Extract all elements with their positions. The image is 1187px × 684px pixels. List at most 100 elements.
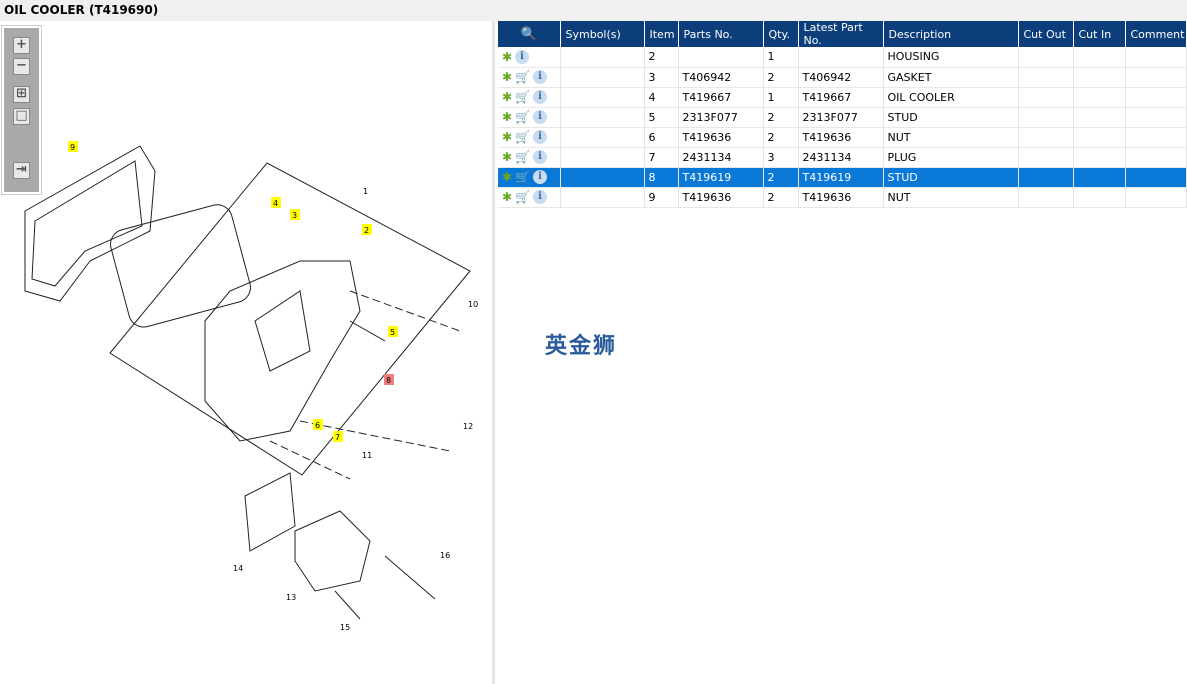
info-icon[interactable]: i xyxy=(533,170,548,184)
cart-icon[interactable]: 🛒 xyxy=(515,110,531,124)
cell-parts-no: 2431134 xyxy=(678,147,764,168)
cart-icon[interactable]: 🛒 xyxy=(515,170,531,184)
settings-gear-icon[interactable]: ✱ xyxy=(502,170,513,184)
cell-cut-out xyxy=(1018,87,1074,108)
cell-cut-out xyxy=(1018,147,1074,168)
table-row[interactable]: ✱🛒i 9 T419636 2 T419636 NUT xyxy=(498,187,1187,208)
cart-icon[interactable]: 🛒 xyxy=(515,70,531,84)
cell-item: 5 xyxy=(644,107,679,128)
reset-view-button[interactable]: □ xyxy=(13,108,30,125)
cell-symbols xyxy=(560,47,645,68)
header-cut-out[interactable]: Cut Out xyxy=(1018,21,1074,47)
cell-qty: 2 xyxy=(763,127,799,148)
cart-icon[interactable]: 🛒 xyxy=(515,190,531,204)
header-cut-in[interactable]: Cut In xyxy=(1073,21,1126,47)
fit-view-button[interactable]: ⊞ xyxy=(13,86,30,103)
settings-gear-icon[interactable]: ✱ xyxy=(502,110,513,124)
settings-gear-icon[interactable]: ✱ xyxy=(502,49,513,64)
magnifier-icon[interactable]: 🔍 xyxy=(520,26,537,42)
callout-2: 2 xyxy=(362,224,372,235)
header-comment[interactable]: Comment xyxy=(1125,21,1187,47)
callout-16: 16 xyxy=(440,551,450,560)
svg-text:4: 4 xyxy=(273,199,278,208)
table-row[interactable]: ✱i 2 1 HOUSING xyxy=(498,47,1187,68)
diagram-panel[interactable]: 9 1 4 3 2 10 5 8 6 7 12 11 14 16 13 15 +… xyxy=(0,21,495,684)
header-symbols[interactable]: Symbol(s) xyxy=(560,21,645,47)
cell-description: OIL COOLER xyxy=(883,87,1019,108)
cell-symbols xyxy=(560,187,645,208)
zoom-in-button[interactable]: + xyxy=(13,37,30,54)
cell-item: 9 xyxy=(644,187,679,208)
callout-7: 7 xyxy=(333,431,343,442)
header-parts-no[interactable]: Parts No. xyxy=(678,21,764,47)
cell-item: 6 xyxy=(644,127,679,148)
zoom-out-button[interactable]: − xyxy=(13,58,30,75)
settings-gear-icon[interactable]: ✱ xyxy=(502,70,513,84)
cell-cut-in xyxy=(1073,147,1126,168)
callout-4: 4 xyxy=(271,197,281,208)
info-icon[interactable]: i xyxy=(533,190,548,204)
table-row[interactable]: ✱🛒i 4 T419667 1 T419667 OIL COOLER xyxy=(498,87,1187,108)
header-item[interactable]: Item xyxy=(644,21,679,47)
settings-gear-icon[interactable]: ✱ xyxy=(502,90,513,104)
table-header: 🔍 Symbol(s) Item Parts No. Qty. Latest P… xyxy=(498,21,1187,47)
svg-text:12: 12 xyxy=(463,422,473,431)
settings-gear-icon[interactable]: ✱ xyxy=(502,130,513,144)
info-icon[interactable]: i xyxy=(533,110,548,124)
cell-comment xyxy=(1125,87,1187,108)
row-actions: ✱🛒i xyxy=(498,87,561,108)
callout-10: 10 xyxy=(468,300,478,309)
info-icon[interactable]: i xyxy=(533,70,548,84)
cell-cut-out xyxy=(1018,127,1074,148)
table-row[interactable]: ✱🛒i 6 T419636 2 T419636 NUT xyxy=(498,127,1187,148)
header-latest-part-no[interactable]: Latest Part No. xyxy=(798,21,884,47)
search-column-header[interactable]: 🔍 xyxy=(498,21,561,47)
export-button[interactable]: ⇥ xyxy=(13,162,30,179)
cell-parts-no xyxy=(678,47,764,68)
cell-symbols xyxy=(560,87,645,108)
cart-icon[interactable]: 🛒 xyxy=(515,150,531,164)
callout-3: 3 xyxy=(290,209,300,220)
cell-cut-in xyxy=(1073,167,1126,188)
info-icon[interactable]: i xyxy=(533,150,548,164)
cell-description: NUT xyxy=(883,127,1019,148)
cell-parts-no: T419636 xyxy=(678,127,764,148)
info-icon[interactable]: i xyxy=(533,130,548,144)
row-actions: ✱🛒i xyxy=(498,147,561,168)
row-actions: ✱🛒i xyxy=(498,167,561,188)
table-row[interactable]: ✱🛒i 3 T406942 2 T406942 GASKET xyxy=(498,67,1187,88)
cell-latest-part-no: T419636 xyxy=(798,187,884,208)
settings-gear-icon[interactable]: ✱ xyxy=(502,150,513,164)
info-icon[interactable]: i xyxy=(515,49,530,64)
header-description[interactable]: Description xyxy=(883,21,1019,47)
table-row[interactable]: ✱🛒i 7 2431134 3 2431134 PLUG xyxy=(498,147,1187,168)
row-actions: ✱🛒i xyxy=(498,107,561,128)
diagram-toolbar: + − ⊞ □ ⇥ xyxy=(1,25,42,195)
info-icon[interactable]: i xyxy=(533,90,548,104)
cell-item: 2 xyxy=(644,47,679,68)
exploded-diagram[interactable]: 9 1 4 3 2 10 5 8 6 7 12 11 14 16 13 15 xyxy=(0,21,495,684)
cell-qty: 2 xyxy=(763,107,799,128)
cell-symbols xyxy=(560,127,645,148)
header-qty[interactable]: Qty. xyxy=(763,21,799,47)
svg-text:13: 13 xyxy=(286,593,296,602)
cell-description: NUT xyxy=(883,187,1019,208)
table-row[interactable]: ✱🛒i 5 2313F077 2 2313F077 STUD xyxy=(498,107,1187,128)
cell-description: GASKET xyxy=(883,67,1019,88)
cell-comment xyxy=(1125,107,1187,128)
svg-text:11: 11 xyxy=(362,451,372,460)
cell-cut-in xyxy=(1073,107,1126,128)
table-row[interactable]: ✱🛒i 8 T419619 2 T419619 STUD xyxy=(498,167,1187,188)
cell-parts-no: T406942 xyxy=(678,67,764,88)
settings-gear-icon[interactable]: ✱ xyxy=(502,190,513,204)
row-actions: ✱🛒i xyxy=(498,187,561,208)
cell-latest-part-no: 2313F077 xyxy=(798,107,884,128)
parts-list-panel: 🔍 Symbol(s) Item Parts No. Qty. Latest P… xyxy=(498,21,1187,684)
callouts: 9 1 4 3 2 10 5 8 6 7 12 11 14 16 13 15 xyxy=(68,141,478,632)
cart-icon[interactable]: 🛒 xyxy=(515,130,531,144)
cart-icon[interactable]: 🛒 xyxy=(515,90,531,104)
cell-item: 8 xyxy=(644,167,679,188)
cell-qty: 3 xyxy=(763,147,799,168)
cell-comment xyxy=(1125,47,1187,68)
cell-qty: 1 xyxy=(763,87,799,108)
